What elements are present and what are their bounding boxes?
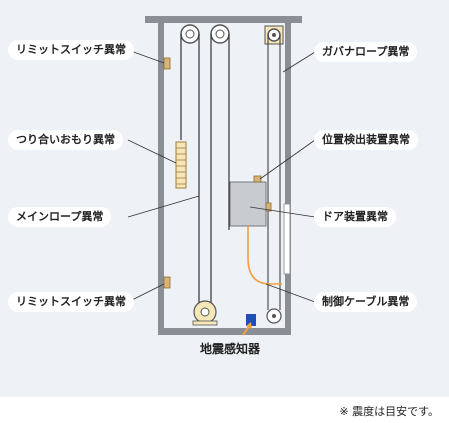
- label-seismic-sensor: 地震感知器: [200, 342, 261, 356]
- control-cable: [247, 226, 282, 285]
- label-limit-switch-top: リミットスイッチ異常: [8, 40, 134, 60]
- leader-position-detector: [259, 139, 316, 180]
- elevator-shaft-drawing: [127, 16, 316, 336]
- governor-tension-sheave: [266, 308, 282, 324]
- elevator-car: [229, 181, 267, 227]
- label-control-cable: 制御ケーブル異常: [314, 292, 418, 312]
- position-detector-device: [253, 175, 262, 183]
- leader-control-cable: [265, 283, 316, 303]
- shaft-right-wall: [285, 23, 291, 335]
- label-governor-rope: ガバナロープ異常: [314, 42, 418, 62]
- leader-limit-switch-top: [127, 49, 165, 64]
- label-door-device: ドア装置異常: [314, 207, 396, 227]
- machine-beam: [145, 16, 302, 23]
- shaft-left-wall: [158, 23, 164, 335]
- label-counterweight: つり合いおもり異常: [8, 130, 123, 150]
- leader-governor-rope: [282, 51, 316, 73]
- leader-door-device: [249, 206, 316, 218]
- label-main-rope: メインロープ異常: [8, 207, 112, 227]
- leader-limit-switch-bottom: [127, 283, 165, 303]
- limit-switch-bottom-device: [163, 276, 171, 289]
- tension-sheave: [192, 300, 218, 326]
- main-sheave-right: [210, 24, 230, 44]
- seismic-sensor-device: [246, 314, 256, 326]
- leader-counterweight: [127, 139, 177, 164]
- pit-floor: [158, 328, 291, 335]
- door-operator: [265, 202, 272, 212]
- leader-main-rope: [127, 195, 200, 218]
- car-guide-rail: [283, 203, 291, 275]
- footnote: ※ 震度は目安です。: [339, 405, 439, 418]
- counterweight-stack: [175, 141, 187, 189]
- main-sheave-left: [180, 24, 200, 44]
- label-position-detector: 位置検出装置異常: [314, 130, 418, 150]
- limit-switch-top-device: [163, 57, 171, 70]
- label-limit-switch-bottom: リミットスイッチ異常: [8, 292, 134, 312]
